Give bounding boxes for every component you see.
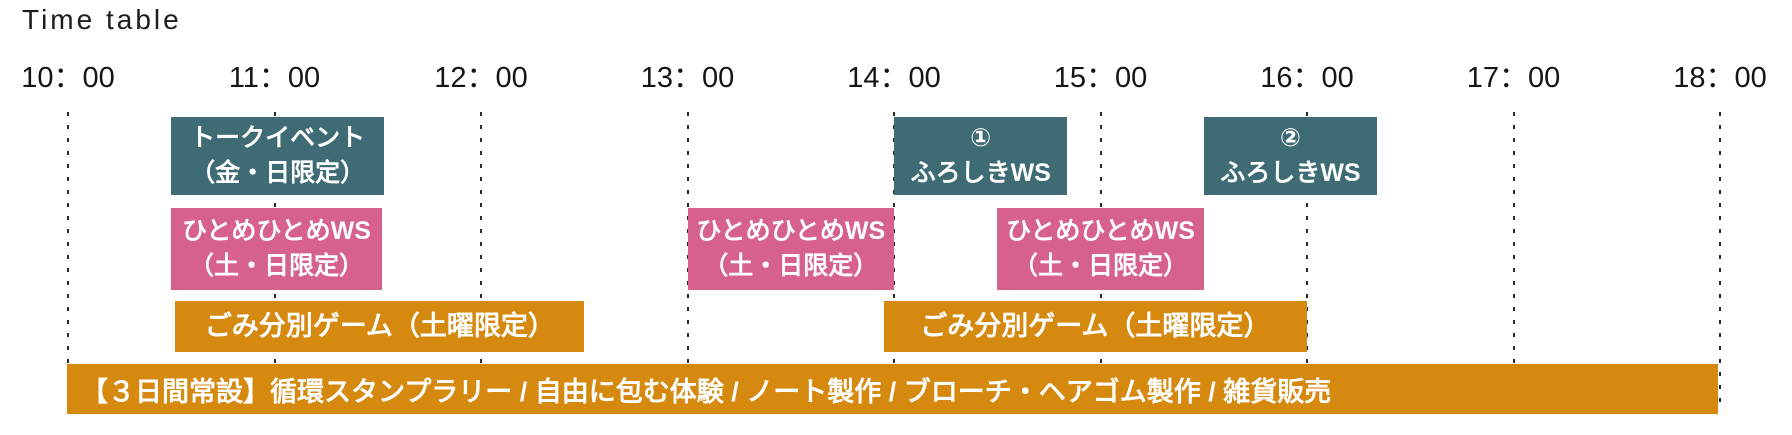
axis-tick-17-00: 17：00 bbox=[1466, 62, 1561, 94]
axis-tick-10-00: 10：00 bbox=[21, 62, 115, 94]
gridline-17-00 bbox=[1512, 112, 1515, 410]
gridline-16-00 bbox=[1306, 112, 1308, 410]
gridline-10-00 bbox=[67, 112, 69, 410]
event-furoshiki-ws-2-label-line-1: ② bbox=[1279, 124, 1302, 152]
event-hitome-ws-2-label-line-2: （土・日限定） bbox=[703, 252, 879, 280]
event-hitome-ws-3: ひとめひとめWS （土・日限定） bbox=[997, 208, 1204, 290]
event-hitome-ws-3-label-line-1: ひとめひとめWS bbox=[1006, 217, 1195, 245]
axis-tick-18-00: 18：00 bbox=[1673, 62, 1767, 94]
event-hitome-ws-2-label-line-1: ひとめひとめWS bbox=[696, 217, 886, 245]
event-talk-event-label-line-1: トークイベント bbox=[190, 124, 366, 152]
event-gomi-game-1: ごみ分別ゲーム（土曜限定） bbox=[175, 301, 585, 352]
event-hitome-ws-2: ひとめひとめWS （土・日限定） bbox=[687, 208, 894, 290]
event-talk-event-label-line-2: （金・日限定） bbox=[190, 159, 366, 187]
gridline-14-00 bbox=[893, 112, 895, 410]
axis-tick-11-00: 11：00 bbox=[228, 62, 321, 94]
event-talk-event: トークイベント （金・日限定） bbox=[171, 117, 384, 195]
event-furoshiki-ws-1-label-line-1: ① bbox=[970, 124, 992, 152]
chart-title: Time table bbox=[22, 4, 182, 35]
event-hitome-ws-3-label-line-2: （土・日限定） bbox=[1012, 252, 1188, 280]
event-gomi-game-1-label-line-1: ごみ分別ゲーム（土曜限定） bbox=[204, 310, 555, 341]
gridline-18-00 bbox=[1719, 112, 1721, 410]
axis-tick-12-00: 12：00 bbox=[434, 62, 528, 94]
event-furoshiki-ws-1: ① ふろしきWS bbox=[894, 117, 1068, 195]
event-hitome-ws-1: ひとめひとめWS （土・日限定） bbox=[171, 208, 382, 290]
axis-tick-14-00: 14：00 bbox=[847, 62, 941, 94]
axis-tick-15-00: 15：00 bbox=[1053, 62, 1148, 94]
event-hitome-ws-1-label-line-2: （土・日限定） bbox=[189, 252, 365, 280]
axis-tick-16-00: 16：00 bbox=[1260, 62, 1354, 94]
event-gomi-game-2-label-line-1: ごみ分別ゲーム（土曜限定） bbox=[920, 310, 1271, 341]
gridline-12-00 bbox=[480, 112, 482, 410]
axis-tick-13-00: 13：00 bbox=[640, 62, 735, 94]
event-furoshiki-ws-2: ② ふろしきWS bbox=[1203, 117, 1378, 195]
event-permanent-exhibits-banner: 【３日間常設】循環スタンプラリー / 自由に包む体験 / ノート製作 / ブロー… bbox=[67, 364, 1718, 414]
event-furoshiki-ws-2-label-line-2: ふろしきWS bbox=[1220, 159, 1361, 187]
event-gomi-game-2: ごみ分別ゲーム（土曜限定） bbox=[883, 301, 1307, 352]
event-furoshiki-ws-1-label-line-2: ふろしきWS bbox=[910, 159, 1051, 187]
event-hitome-ws-1-label-line-1: ひとめひとめWS bbox=[182, 217, 371, 245]
